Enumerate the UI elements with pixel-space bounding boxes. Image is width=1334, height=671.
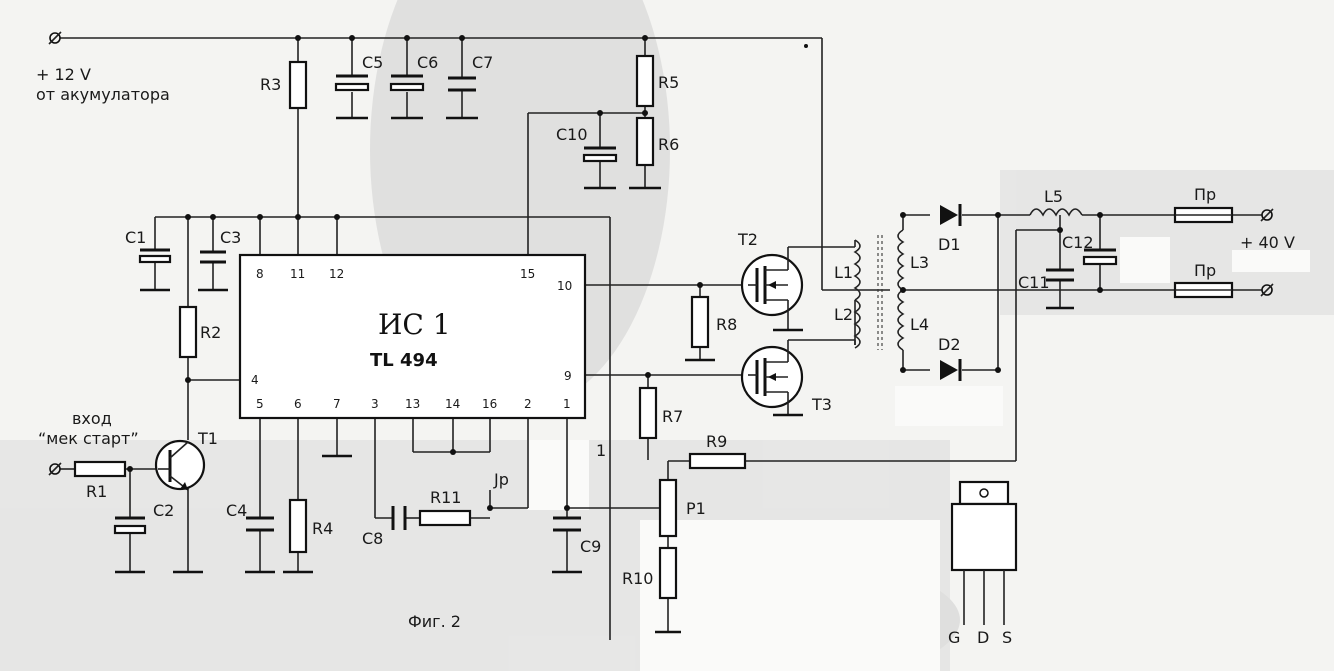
label-c1: C1: [125, 228, 146, 247]
input-label-top: вход: [72, 409, 112, 428]
label-r7: R7: [662, 407, 683, 426]
label-c8: C8: [362, 529, 383, 548]
resistor-r8: [690, 295, 710, 349]
terminals: [48, 31, 1274, 476]
transformer: [853, 215, 905, 370]
label-c12: C12: [1062, 233, 1094, 252]
label-c9: C9: [580, 537, 601, 556]
label-c5: C5: [362, 53, 383, 72]
label-r8: R8: [716, 315, 737, 334]
diode-d2: [940, 359, 962, 381]
label-r9: R9: [706, 432, 727, 451]
resistor-r3: [288, 60, 308, 110]
label-t3: T3: [811, 395, 832, 414]
inductor-l5: [1029, 208, 1083, 217]
capacitors: [113, 74, 1118, 535]
label-fuse-bottom: Пр: [1194, 261, 1216, 280]
pin-label: 3: [371, 397, 379, 411]
potentiometer-p1: [658, 478, 678, 538]
label-l2: L2: [834, 305, 853, 324]
pin-label: 16: [482, 397, 497, 411]
label-r10: R10: [622, 569, 653, 588]
ic-pins-bottom: 5 6 7 3 13 14 16 2 1: [256, 397, 571, 411]
pin-label: 11: [290, 267, 305, 281]
resistor-r10: [658, 546, 678, 600]
figure-caption: Фиг. 2: [408, 612, 461, 631]
label-t1: T1: [197, 429, 218, 448]
label-c10: C10: [556, 125, 588, 144]
pin-label: 1: [563, 397, 571, 411]
label-t2: T2: [737, 230, 758, 249]
transistor-t2: [740, 247, 804, 325]
resistor-r2: [178, 305, 198, 359]
pin-label: 6: [294, 397, 302, 411]
package-pin-d: D: [977, 628, 989, 647]
ground-symbols: [115, 116, 1074, 634]
label-jp: Jp: [493, 470, 509, 489]
wires: [60, 37, 1262, 640]
pin-label: 12: [329, 267, 344, 281]
pin-label: 8: [256, 267, 264, 281]
pin-label: 10: [557, 279, 572, 293]
label-r6: R6: [658, 135, 679, 154]
label-l4: L4: [910, 315, 929, 334]
transistor-t1: [154, 439, 206, 491]
label-c11: C11: [1018, 273, 1050, 292]
pin-label: 2: [524, 397, 532, 411]
resistor-r1: [73, 460, 127, 478]
pin-label: 13: [405, 397, 420, 411]
resistor-r4: [288, 498, 308, 554]
pin-label: 7: [333, 397, 341, 411]
pin-label: 9: [564, 369, 572, 383]
label-p1: P1: [686, 499, 706, 518]
label-l1: L1: [834, 263, 853, 282]
pin-label: 14: [445, 397, 460, 411]
junction-dots: [127, 35, 1103, 511]
ic-name: ИС 1: [378, 308, 451, 341]
label-c3: C3: [220, 228, 241, 247]
transistor-t3: [740, 340, 804, 409]
package-pin-g: G: [948, 628, 960, 647]
input-label-bottom: “мек старт”: [38, 429, 139, 448]
diode-d1: [940, 204, 962, 226]
label-c4: C4: [226, 501, 247, 520]
label-r3: R3: [260, 75, 281, 94]
pin-label: 5: [256, 397, 264, 411]
label-r11: R11: [430, 488, 461, 507]
supply-source-label: от акумулатора: [36, 85, 170, 104]
pin-label: 4: [251, 373, 259, 387]
label-l5: L5: [1044, 187, 1063, 206]
ic-pins-top: 8 11 12 15: [256, 267, 535, 281]
resistor-r5: [635, 54, 655, 108]
resistors: [73, 54, 1234, 600]
label-r1: R1: [86, 482, 107, 501]
ic-tl494: ИС 1 TL 494 8 11 12 15 4 10 9 5 6 7 3 13…: [238, 253, 587, 420]
label-fuse-top: Пр: [1194, 185, 1216, 204]
label-d2: D2: [938, 335, 961, 354]
label-r5: R5: [658, 73, 679, 92]
mosfet-package-drawing: [950, 480, 1018, 625]
resistor-r7: [638, 386, 658, 440]
resistor-r9: [688, 452, 747, 470]
package-pin-s: S: [1002, 628, 1012, 647]
label-c2: C2: [153, 501, 174, 520]
supply-voltage-label: + 12 V: [36, 65, 91, 84]
label-r4: R4: [312, 519, 333, 538]
resistor-r11: [418, 509, 472, 527]
pin-label: 15: [520, 267, 535, 281]
label-r2: R2: [200, 323, 221, 342]
ic-part: TL 494: [370, 350, 438, 371]
label-wire-1: 1: [596, 441, 606, 460]
output-voltage-label: + 40 V: [1240, 233, 1295, 252]
label-l3: L3: [910, 253, 929, 272]
label-d1: D1: [938, 235, 961, 254]
label-c6: C6: [417, 53, 438, 72]
label-c7: C7: [472, 53, 493, 72]
resistor-r6: [635, 116, 655, 167]
labels: + 12 V от акумулатора вход “мек старт” +…: [36, 53, 1295, 647]
